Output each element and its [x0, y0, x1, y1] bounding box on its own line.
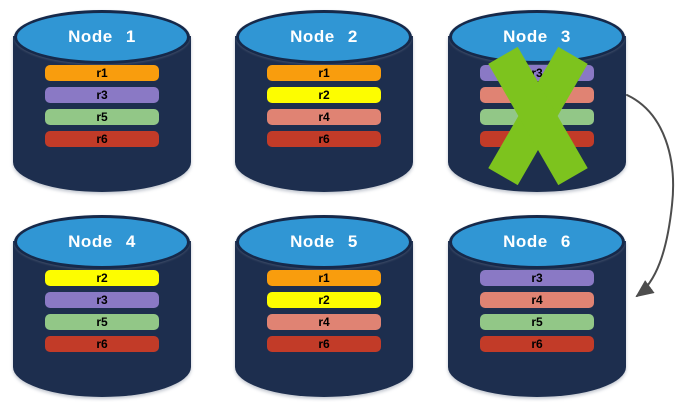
replica-bar: r6	[45, 336, 159, 352]
replica-list: r2 r3 r5 r6	[45, 270, 159, 352]
cylinder-top: Node 4	[14, 215, 190, 269]
node-cylinder-4: Node 4 r2 r3 r5 r6	[13, 213, 191, 397]
replica-bar: r3	[45, 292, 159, 308]
node-title: Node 5	[290, 232, 358, 251]
replica-bar: r5	[45, 314, 159, 330]
cylinder-top: Node 3	[449, 10, 625, 64]
node-cylinder-5: Node 5 r1 r2 r4 r6	[235, 213, 413, 397]
replica-bar: r6	[480, 336, 594, 352]
replica-list: r3 r4 r5 r6	[480, 270, 594, 352]
replica-bar: r6	[267, 336, 381, 352]
cylinder-top: Node 5	[236, 215, 412, 269]
replica-list: r1 r3 r5 r6	[45, 65, 159, 147]
replica-bar: r2	[45, 270, 159, 286]
replica-bar: r1	[45, 65, 159, 81]
replica-bar: r5	[480, 314, 594, 330]
replica-bar: r5	[45, 109, 159, 125]
replica-bar: r6	[267, 131, 381, 147]
node-title: Node 4	[68, 232, 136, 251]
replica-bar: r1	[267, 270, 381, 286]
node-title: Node 2	[290, 27, 358, 46]
replica-bar: r4	[267, 314, 381, 330]
replica-list: r1 r2 r4 r6	[267, 270, 381, 352]
replica-bar: r1	[267, 65, 381, 81]
replica-bar: r6	[45, 131, 159, 147]
replica-bar: r4	[267, 109, 381, 125]
replica-bar: r3	[45, 87, 159, 103]
node-cylinder-1: Node 1 r1 r3 r5 r6	[13, 8, 191, 192]
cylinder-top: Node 2	[236, 10, 412, 64]
node-title: Node 1	[68, 27, 136, 46]
failover-arrow-path	[626, 94, 675, 298]
cylinder-top: Node 1	[14, 10, 190, 64]
cylinder-top: Node 6	[449, 215, 625, 269]
node-cylinder-6: Node 6 r3 r4 r5 r6	[448, 213, 626, 397]
replica-bar: r3	[480, 270, 594, 286]
replica-bar: r2	[267, 292, 381, 308]
replica-bar: r2	[267, 87, 381, 103]
replica-bar: r4	[480, 292, 594, 308]
node-title: Node 3	[503, 27, 571, 46]
node-title: Node 6	[503, 232, 571, 251]
replica-list: r1 r2 r4 r6	[267, 65, 381, 147]
node-cylinder-2: Node 2 r1 r2 r4 r6	[235, 8, 413, 192]
node-cylinder-3: Node 3 r3	[448, 8, 626, 192]
